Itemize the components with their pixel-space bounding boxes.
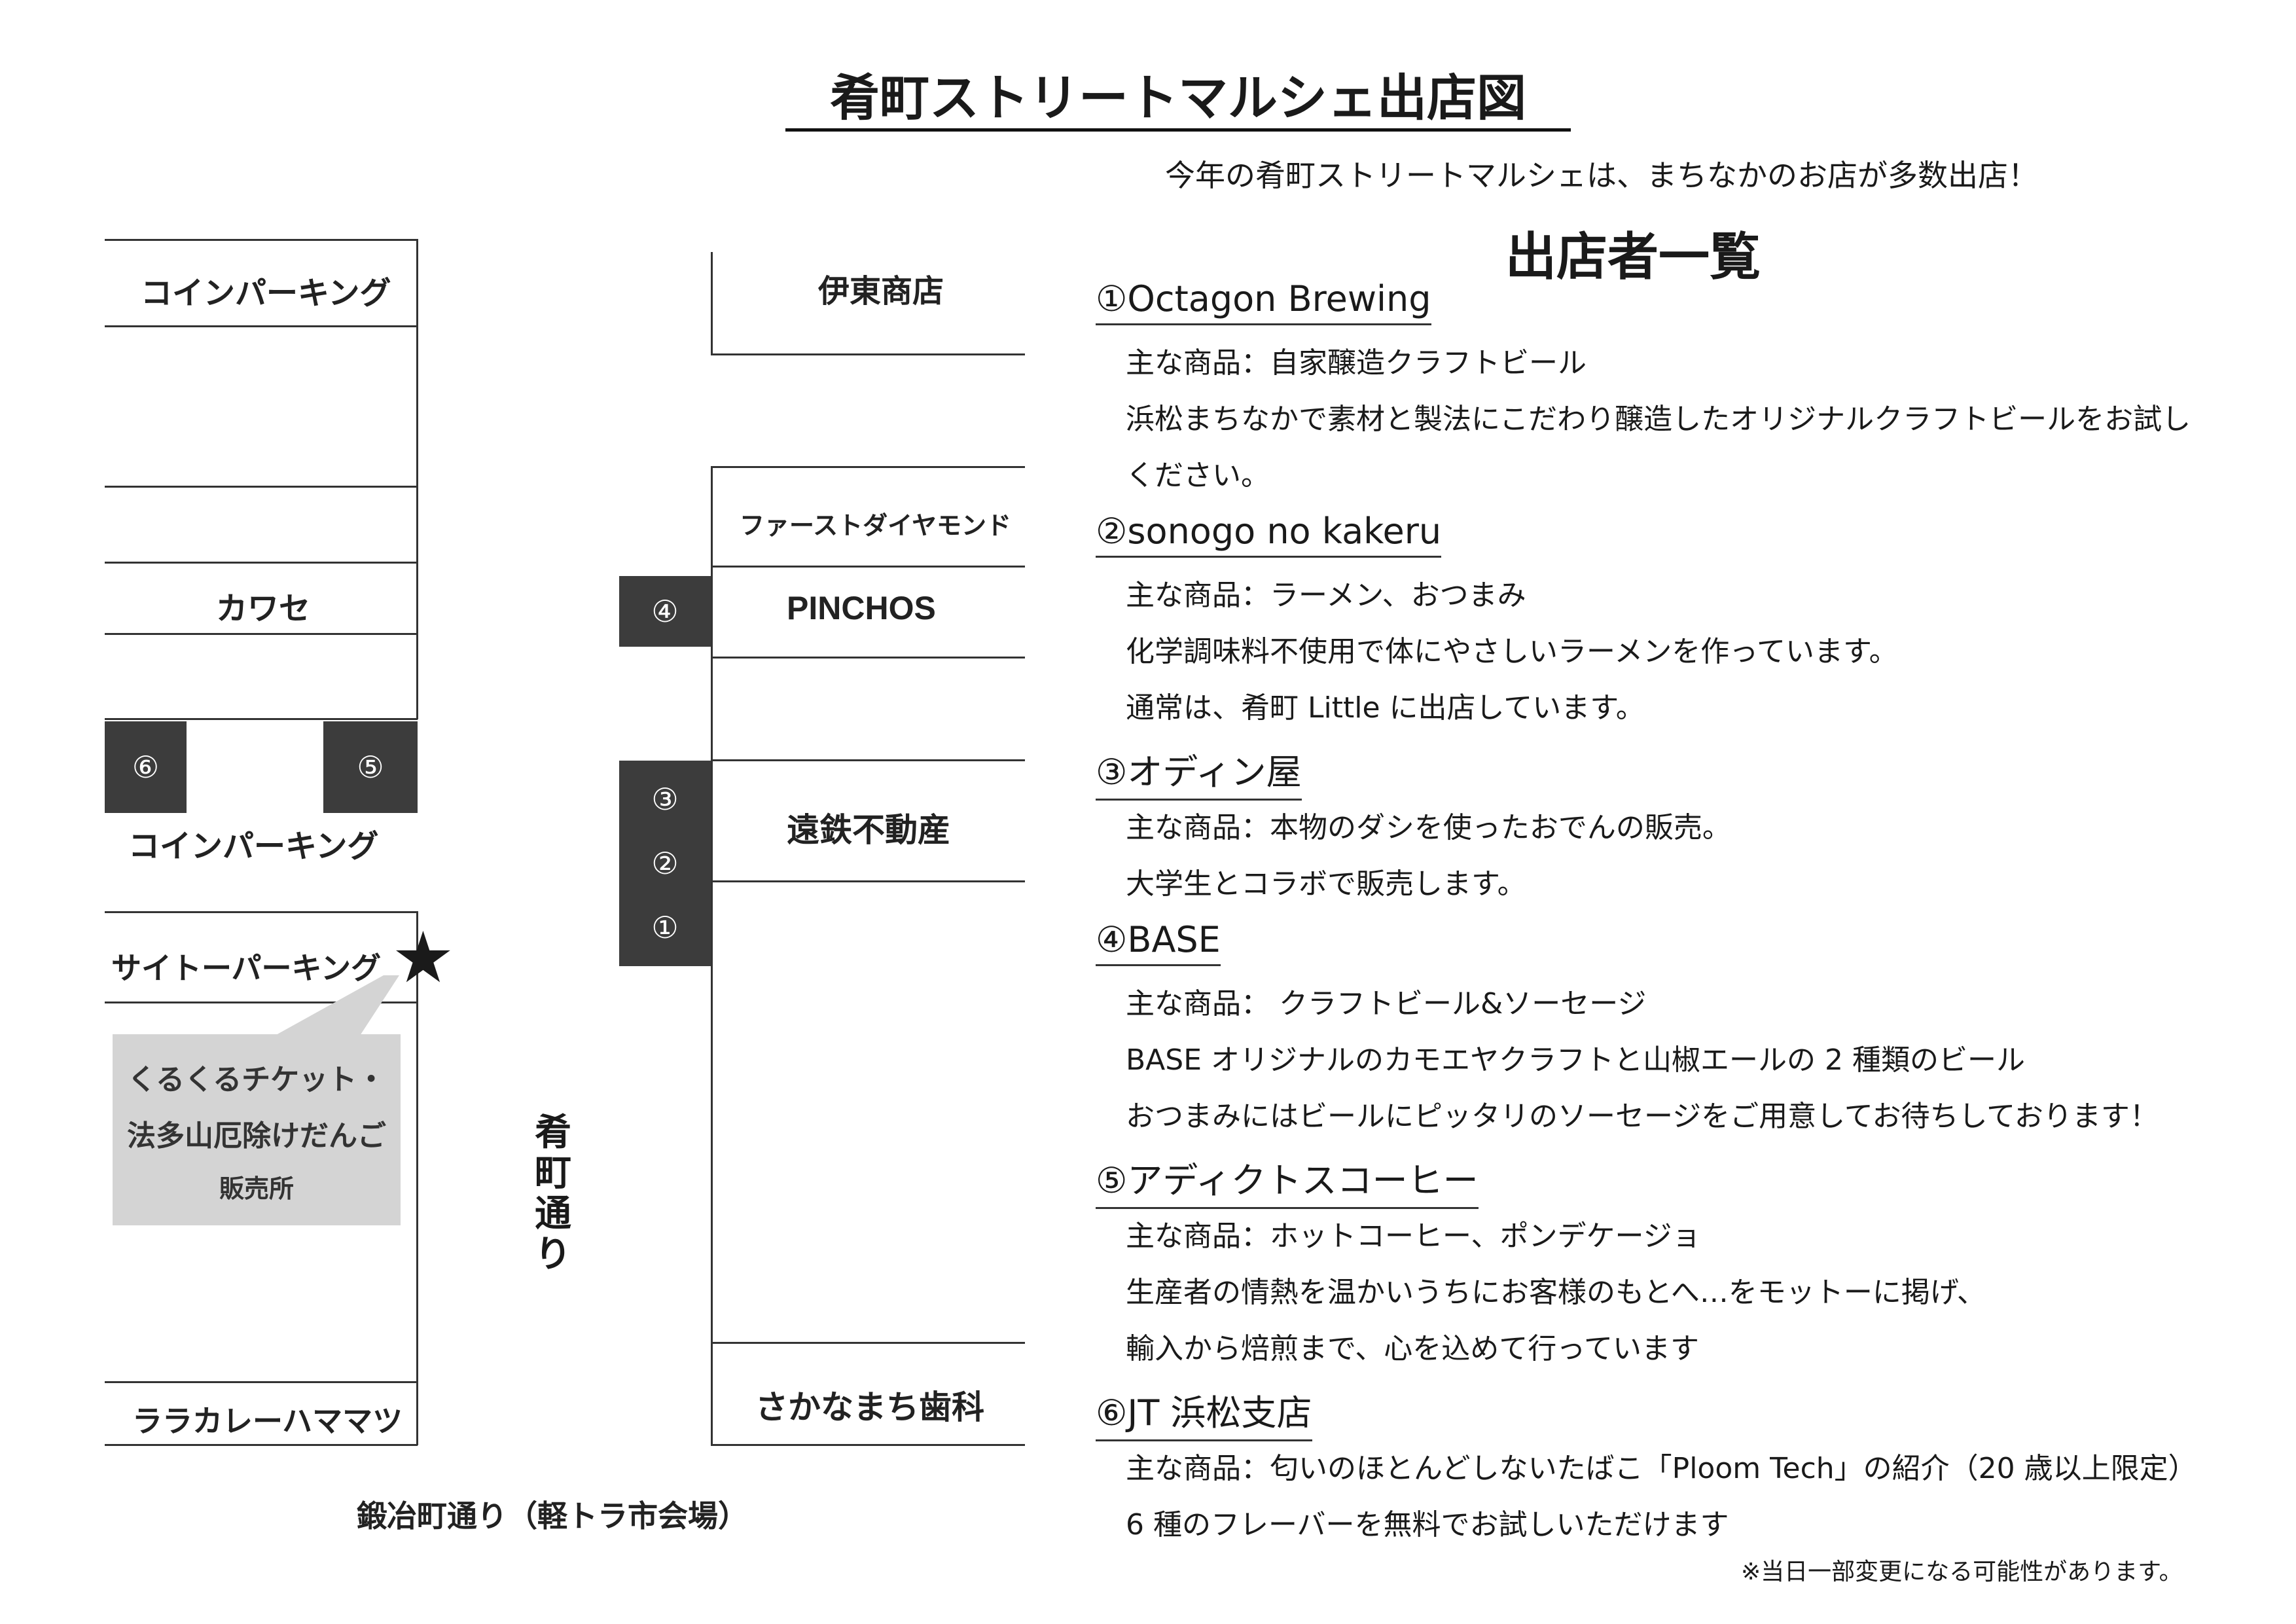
map-line [105, 486, 418, 488]
booth-1-number: ① [651, 910, 679, 945]
shop-detail: 主な商品：ラーメン、おつまみ [1126, 579, 1526, 612]
booth-2-number: ② [651, 846, 679, 881]
map-line [105, 325, 418, 327]
map-line [105, 911, 418, 913]
shop-detail: 化学調味料不使用で体にやさしいラーメンを作っています。 [1126, 635, 1898, 668]
ticket-line-1: くるくるチケット・ [127, 1062, 386, 1096]
booth-5: ⑤ [323, 721, 418, 813]
map-line [105, 1381, 418, 1383]
title-underline [785, 128, 1571, 132]
intro-text: 今年の肴町ストリートマルシェは、まちなかのお店が多数出店！ [1165, 158, 2038, 193]
ticket-line-2: 法多山厄除けだんご [127, 1119, 386, 1153]
map-line [105, 1444, 418, 1446]
shop-detail: ください。 [1126, 459, 1270, 492]
shop-detail: 主な商品：匂いのほとんどしないたばこ「Ploom Tech」の紹介（20 歳以上… [1126, 1452, 2197, 1485]
kawase-label: カワセ [216, 590, 311, 627]
left-block-edge-top [416, 239, 418, 719]
booth-6-number: ⑥ [132, 749, 160, 785]
kajimachi-street-label: 鍛冶町通り（軽トラ市会場） [357, 1498, 748, 1534]
coin-parking-top-label: コインパーキング [141, 275, 391, 312]
shop-name: ⑥JT 浜松支店 [1096, 1384, 1312, 1441]
shop-detail: BASE オリジナルのカモエヤクラフトと山椒エールの 2 種類のビール [1126, 1043, 2025, 1077]
shop-detail: 生産者の情熱を温かいうちにお客様のもとへ…をモットーに掲げ、 [1126, 1276, 1986, 1309]
map-line [711, 353, 1025, 355]
right-block-edge-b [711, 466, 713, 1445]
shop-list-heading: 出店者一覧 [1505, 228, 1761, 287]
map-line [711, 880, 1025, 882]
shop-detail: 6 種のフレーバーを無料でお試しいただけます [1126, 1508, 1729, 1542]
lala-curry-label: ララカレーハママツ [132, 1403, 403, 1439]
map-line [711, 657, 1025, 659]
shop-detail: 通常は、肴町 Little に出店しています。 [1126, 691, 1645, 725]
right-block-edge-a [711, 252, 713, 355]
booth-6: ⑥ [105, 721, 187, 813]
coin-parking-mid-label: コインパーキング [128, 828, 379, 865]
map-line [711, 759, 1025, 761]
shop-detail: おつまみにはビールにピッタリのソーセージをご用意してお待ちしております！ [1126, 1100, 2159, 1133]
map-line [711, 1342, 1025, 1344]
shop-detail: 主な商品： クラフトビール&ソーセージ [1126, 987, 1647, 1020]
booth-4-number: ④ [651, 594, 679, 629]
first-diamond-label: ファーストダイヤモンド [740, 511, 1011, 540]
booth-3-number: ③ [651, 782, 679, 817]
sakanamachi-dental-label: さかなまち歯科 [755, 1388, 984, 1426]
change-notice: ※当日一部変更になる可能性があります。 [1741, 1559, 2183, 1585]
ticket-line-3: 販売所 [219, 1174, 294, 1203]
page-title: 肴町ストリートマルシェ出店図 [830, 69, 1526, 127]
shop-detail: 大学生とコラボで販売します。 [1126, 867, 1526, 901]
booth-4: ④ [619, 576, 711, 647]
map-line [105, 718, 418, 720]
shop-name: ⑤アディクトスコーヒー [1096, 1151, 1479, 1209]
map-line [711, 466, 1025, 468]
map-line [105, 562, 418, 564]
shop-detail: 主な商品：自家醸造クラフトビール [1126, 346, 1587, 380]
ticket-sales-box: くるくるチケット・ 法多山厄除けだんご 販売所 [113, 1034, 401, 1225]
shop-detail: 主な商品：ホットコーヒー、ポンデケージョ [1126, 1219, 1701, 1253]
shop-name: ①Octagon Brewing [1096, 278, 1431, 325]
booth-5-number: ⑤ [357, 749, 384, 785]
ito-shoten-label: 伊東商店 [818, 273, 944, 310]
star-icon: ★ [391, 917, 455, 999]
shop-detail: 主な商品：本物のダシを使ったおでんの販売。 [1126, 811, 1731, 844]
entetsu-label: 遠鉄不動産 [787, 811, 950, 849]
map-line [105, 633, 418, 635]
callout-pointer [275, 975, 399, 1036]
left-block-edge-bottom [416, 911, 418, 1445]
booths-1-2-3: ③ ② ① [619, 761, 711, 966]
map-line [105, 239, 418, 241]
shop-detail: 輸入から焙煎まで、心を込めて行っています [1126, 1332, 1700, 1365]
shop-name: ②sonogo no kakeru [1096, 511, 1442, 558]
shop-name: ③オディン屋 [1096, 743, 1302, 801]
pinchos-label: PINCHOS [787, 590, 936, 626]
map-line [711, 566, 1025, 568]
shop-name: ④BASE [1096, 919, 1221, 966]
sakanamachi-street-label: 肴町通り [535, 1111, 571, 1276]
map-line [105, 1001, 418, 1003]
saito-parking-label: サイトーパーキング [111, 950, 382, 986]
shop-detail: 浜松まちなかで素材と製法にこだわり醸造したオリジナルクラフトビールをお試し [1126, 403, 2191, 436]
map-line [711, 1444, 1025, 1446]
